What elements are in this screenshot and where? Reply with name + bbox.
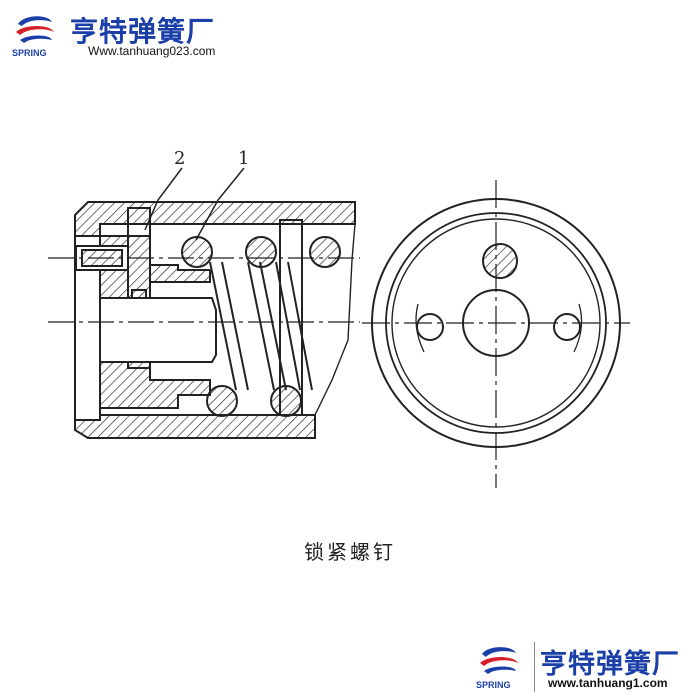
section-view	[74, 201, 356, 439]
section-centerlines	[48, 257, 360, 323]
company-name: 亨特弹簧厂	[540, 649, 680, 680]
end-view	[362, 180, 630, 488]
logo-text: SPRING	[12, 48, 47, 58]
header-brand: SPRING 亨特弹簧厂 Www.tanhuang023.com	[8, 8, 268, 62]
logo-text: SPRING	[476, 680, 511, 690]
company-url[interactable]: Www.tanhuang023.com	[88, 44, 216, 58]
diagram-caption: 锁紧螺钉	[304, 540, 396, 564]
callout-leaders	[144, 167, 245, 241]
callout-2: 2	[174, 148, 185, 169]
callout-1: 1	[238, 148, 249, 169]
brand-divider	[534, 642, 535, 692]
spring-logo-icon: SPRING	[12, 16, 54, 58]
spring-logo-icon: SPRING	[476, 647, 518, 690]
footer-brand: SPRING 亨特弹簧厂 www.tanhuang1.com	[470, 638, 698, 696]
company-url[interactable]: www.tanhuang1.com	[548, 676, 668, 690]
company-name: 亨特弹簧厂	[70, 15, 216, 48]
